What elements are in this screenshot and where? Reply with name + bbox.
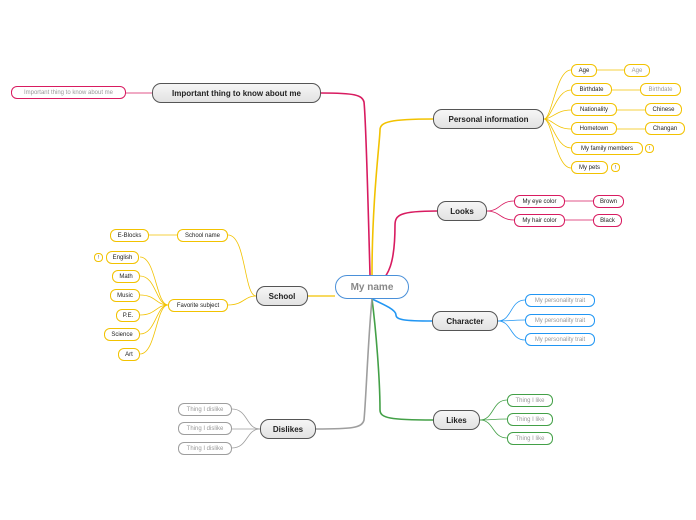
school-english-note-icon[interactable]: ! — [94, 253, 103, 262]
school-subject-science[interactable]: Science — [104, 328, 140, 341]
topic-personal-information[interactable]: Personal information — [433, 109, 544, 129]
link-school-subject — [227, 295, 257, 306]
link-character-child-2 — [497, 320, 526, 341]
link-personal-child-2 — [543, 109, 572, 120]
likes-item-3[interactable]: Thing I like — [507, 432, 553, 445]
likes-item-1[interactable]: Thing I like — [507, 394, 553, 407]
personal-hometown-label[interactable]: Hometown — [571, 122, 617, 135]
character-trait-2[interactable]: My personality trait — [525, 314, 595, 327]
topic-likes[interactable]: Likes — [433, 410, 480, 430]
link-subject-1 — [139, 275, 169, 306]
link-looks-hair — [486, 210, 515, 221]
link-likes-child-2 — [479, 419, 508, 439]
link-character — [371, 298, 433, 322]
link-dislikes-child-2 — [231, 428, 261, 449]
character-trait-3[interactable]: My personality trait — [525, 333, 595, 346]
dislikes-item-3[interactable]: Thing I dislike — [178, 442, 232, 455]
personal-nationality-value[interactable]: Chinese — [645, 103, 682, 116]
personal-pets-label[interactable]: My pets — [571, 161, 608, 174]
looks-eye-label[interactable]: My eye color — [514, 195, 565, 208]
important-item[interactable]: Important thing to know about me — [11, 86, 126, 99]
personal-family-note-icon[interactable]: ! — [645, 144, 654, 153]
link-subject-2 — [139, 294, 169, 306]
link-likes — [371, 298, 434, 421]
personal-nationality-label[interactable]: Nationality — [571, 103, 617, 116]
link-personal-child-0 — [543, 69, 572, 120]
school-subject-pe[interactable]: P.E. — [116, 309, 140, 322]
school-name-value[interactable]: E-Blocks — [110, 229, 149, 242]
personal-family-label[interactable]: My family members — [571, 142, 643, 155]
link-important — [320, 92, 371, 276]
topic-looks[interactable]: Looks — [437, 201, 487, 221]
personal-birthdate-value[interactable]: Birthdate — [640, 83, 681, 96]
school-subject-math[interactable]: Math — [112, 270, 140, 283]
school-name-label[interactable]: School name — [177, 229, 228, 242]
school-subject-art[interactable]: Art — [118, 348, 140, 361]
link-dislikes — [315, 298, 373, 430]
personal-age-label[interactable]: Age — [571, 64, 597, 77]
link-subject-5 — [139, 304, 169, 355]
school-subject-label[interactable]: Favorite subject — [168, 299, 228, 312]
link-school-name — [227, 234, 257, 297]
link-character-child-0 — [497, 299, 526, 322]
character-trait-1[interactable]: My personality trait — [525, 294, 595, 307]
personal-pets-note-icon[interactable]: ! — [611, 163, 620, 172]
looks-hair-label[interactable]: My hair color — [514, 214, 565, 227]
central-topic[interactable]: My name — [335, 275, 409, 299]
personal-hometown-value[interactable]: Changan — [645, 122, 685, 135]
topic-character[interactable]: Character — [432, 311, 498, 331]
likes-item-2[interactable]: Thing I like — [507, 413, 553, 426]
link-dislikes-child-0 — [231, 408, 261, 430]
personal-birthdate-label[interactable]: Birthdate — [571, 83, 612, 96]
link-subject-4 — [139, 304, 169, 335]
topic-school[interactable]: School — [256, 286, 308, 306]
link-personal-child-5 — [543, 118, 572, 169]
dislikes-item-1[interactable]: Thing I dislike — [178, 403, 232, 416]
dislikes-item-2[interactable]: Thing I dislike — [178, 422, 232, 435]
link-looks-eye — [486, 200, 515, 212]
link-personal — [371, 118, 434, 276]
topic-dislikes[interactable]: Dislikes — [260, 419, 316, 439]
looks-eye-value[interactable]: Brown — [593, 195, 624, 208]
looks-hair-value[interactable]: Black — [593, 214, 622, 227]
school-subject-english[interactable]: English — [106, 251, 139, 264]
link-likes-child-0 — [479, 399, 508, 421]
link-subject-0 — [139, 256, 169, 306]
personal-age-value[interactable]: Age — [624, 64, 650, 77]
school-subject-music[interactable]: Music — [110, 289, 140, 302]
topic-important-thing[interactable]: Important thing to know about me — [152, 83, 321, 103]
link-personal-child-1 — [543, 89, 572, 120]
